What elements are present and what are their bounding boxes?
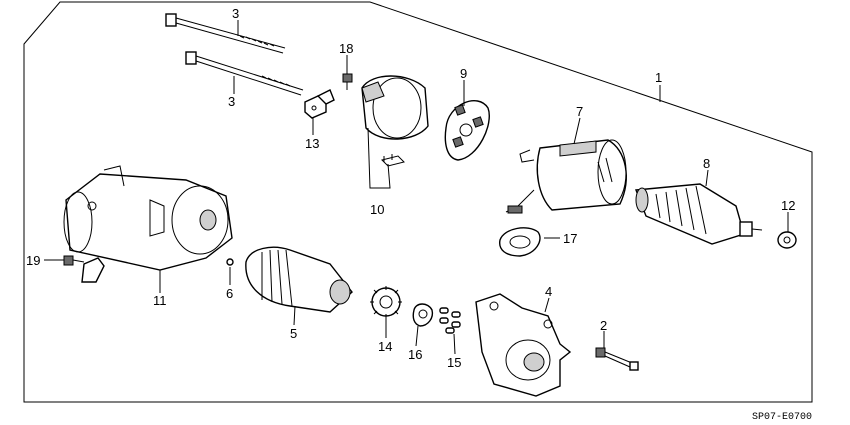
armature-8	[635, 183, 763, 245]
callout-17: 17	[563, 231, 577, 246]
through-bolt-upper	[165, 13, 286, 54]
callout-13: 13	[305, 136, 319, 151]
rollers-15	[439, 307, 461, 334]
brush-holder-9	[444, 100, 490, 161]
brush-cover-10	[361, 75, 429, 167]
callout-15: 15	[447, 355, 461, 370]
callout-10: 10	[370, 202, 384, 217]
callout-18: 18	[339, 41, 353, 56]
clutch-5	[245, 246, 353, 313]
callout-1: 1	[655, 70, 662, 85]
callout-2: 2	[600, 318, 607, 333]
callout-14: 14	[378, 339, 392, 354]
callout-8: 8	[703, 156, 710, 171]
callout-9: 9	[460, 66, 467, 81]
callout-3-lower: 3	[228, 94, 235, 109]
callout-5: 5	[290, 326, 297, 341]
yoke-7	[505, 139, 627, 214]
screw-18	[342, 73, 353, 90]
callout-19: 19	[26, 253, 40, 268]
carrier-16	[412, 303, 434, 327]
washer-12	[777, 231, 797, 249]
gear-14	[370, 286, 402, 318]
callout-11: 11	[153, 293, 167, 308]
bolt-19	[63, 255, 105, 283]
solenoid-housing-11	[63, 165, 233, 284]
through-bolt-lower	[185, 51, 304, 96]
bolt-2	[595, 347, 639, 371]
callout-6: 6	[226, 286, 233, 301]
callout-12: 12	[781, 198, 795, 213]
bracket-13	[304, 89, 335, 119]
gear-housing-4	[475, 293, 572, 397]
ball-6	[226, 258, 234, 266]
diagram-code: SP07-E0700	[752, 412, 812, 423]
assembly-frame	[23, 1, 813, 403]
seal-17	[499, 227, 541, 257]
leader-lines	[44, 20, 789, 355]
callout-4: 4	[545, 284, 552, 299]
callout-7: 7	[576, 104, 583, 119]
callout-16: 16	[408, 347, 422, 362]
callout-3-upper: 3	[232, 6, 239, 21]
